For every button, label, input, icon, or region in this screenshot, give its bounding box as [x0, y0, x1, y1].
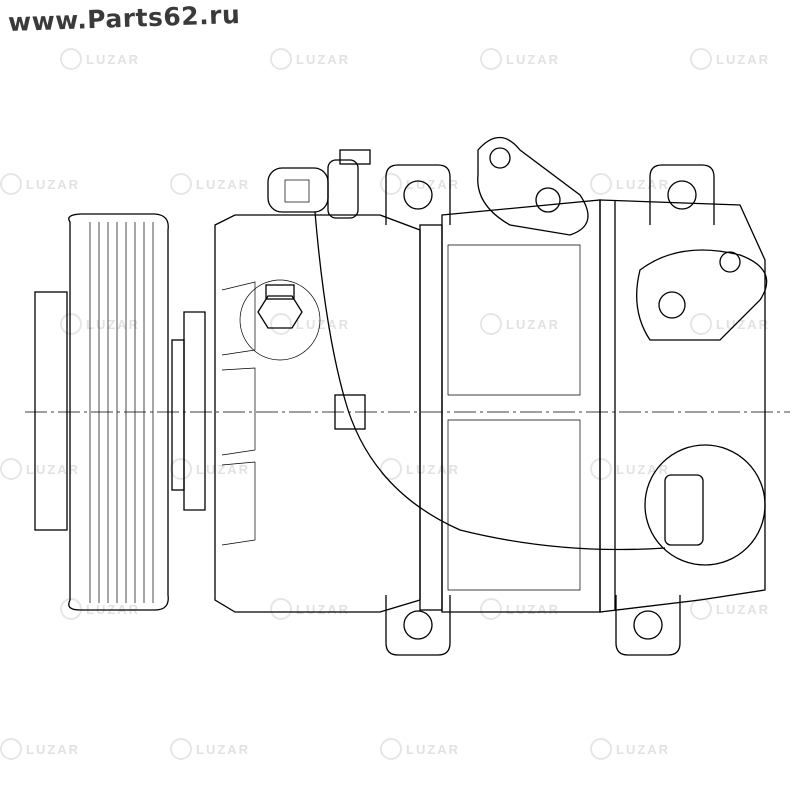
clutch-plate [183, 311, 206, 511]
bolt [239, 279, 321, 361]
mounting-hole [403, 180, 433, 210]
luzar-logo-icon [480, 598, 502, 620]
luzar-logo-icon [0, 173, 22, 195]
luzar-logo-icon [690, 598, 712, 620]
luzar-watermark: LUZAR [270, 48, 350, 70]
luzar-logo-icon [590, 738, 612, 760]
luzar-watermark: LUZAR [0, 458, 80, 480]
watermark-text: LUZAR [26, 176, 81, 192]
luzar-watermark: LUZAR [170, 458, 250, 480]
watermark-text: LUZAR [196, 741, 251, 757]
luzar-watermark: LUZAR [690, 598, 770, 620]
watermark-text: LUZAR [196, 176, 251, 192]
mounting-hole [667, 180, 697, 210]
watermark-text: LUZAR [26, 741, 81, 757]
watermark-text: LUZAR [616, 176, 671, 192]
luzar-watermark: LUZAR [380, 458, 460, 480]
watermark-text: LUZAR [86, 51, 141, 67]
luzar-watermark: LUZAR [480, 598, 560, 620]
suction-port [636, 249, 768, 341]
watermark-text: LUZAR [296, 316, 351, 332]
mounting-hole [633, 610, 663, 640]
watermark-text: LUZAR [406, 741, 461, 757]
luzar-logo-icon [690, 313, 712, 335]
luzar-logo-icon [270, 598, 292, 620]
luzar-watermark: LUZAR [590, 173, 670, 195]
luzar-logo-icon [380, 173, 402, 195]
luzar-logo-icon [380, 738, 402, 760]
luzar-watermark: LUZAR [170, 173, 250, 195]
watermark-text: LUZAR [506, 316, 561, 332]
luzar-logo-icon [170, 738, 192, 760]
luzar-watermark: LUZAR [0, 173, 80, 195]
luzar-logo-icon [60, 598, 82, 620]
discharge-port [477, 136, 589, 236]
luzar-logo-icon [590, 458, 612, 480]
watermark-text: LUZAR [506, 51, 561, 67]
mounting-hole [403, 610, 433, 640]
cylinder-block [441, 199, 601, 613]
luzar-logo-icon [270, 48, 292, 70]
luzar-watermark: LUZAR [590, 738, 670, 760]
luzar-logo-icon [380, 458, 402, 480]
luzar-logo-icon [690, 48, 712, 70]
luzar-watermark: LUZAR [690, 48, 770, 70]
luzar-watermark: LUZAR [270, 313, 350, 335]
watermark-text: LUZAR [716, 316, 771, 332]
luzar-logo-icon [480, 313, 502, 335]
luzar-watermark: LUZAR [380, 738, 460, 760]
luzar-watermark: LUZAR [60, 598, 140, 620]
luzar-watermark: LUZAR [480, 48, 560, 70]
watermark-text: LUZAR [196, 461, 251, 477]
luzar-logo-icon [0, 458, 22, 480]
luzar-logo-icon [480, 48, 502, 70]
wire [314, 211, 666, 551]
watermark-text: LUZAR [716, 601, 771, 617]
luzar-watermark: LUZAR [690, 313, 770, 335]
center-band [419, 224, 443, 611]
pulley [68, 213, 169, 611]
luzar-watermark: LUZAR [480, 313, 560, 335]
luzar-watermark: LUZAR [60, 48, 140, 70]
mounting-ear [385, 164, 451, 225]
front-housing [214, 214, 421, 613]
control-valve [644, 444, 766, 566]
rear-housing [599, 199, 766, 613]
mounting-ear [615, 595, 681, 656]
luzar-logo-icon [170, 173, 192, 195]
luzar-logo-icon [60, 313, 82, 335]
watermark-text: LUZAR [506, 601, 561, 617]
watermark-text: LUZAR [26, 461, 81, 477]
luzar-logo-icon [170, 458, 192, 480]
clutch-ring [171, 339, 185, 491]
watermark-text: LUZAR [296, 601, 351, 617]
luzar-watermark: LUZAR [170, 738, 250, 760]
mounting-ear [649, 164, 715, 225]
luzar-watermark: LUZAR [380, 173, 460, 195]
watermark-text: LUZAR [296, 51, 351, 67]
hub-plate [34, 291, 68, 531]
luzar-logo-icon [60, 48, 82, 70]
watermark-text: LUZAR [406, 461, 461, 477]
watermark-text: LUZAR [406, 176, 461, 192]
luzar-logo-icon [0, 738, 22, 760]
watermark-text: LUZAR [86, 601, 141, 617]
luzar-watermark: LUZAR [0, 738, 80, 760]
wire-clip [334, 394, 366, 430]
mounting-ear [385, 595, 451, 656]
watermark-text: LUZAR [716, 51, 771, 67]
watermark-text: LUZAR [616, 741, 671, 757]
electrical-connector [267, 149, 371, 219]
luzar-watermark: LUZAR [270, 598, 350, 620]
luzar-logo-icon [270, 313, 292, 335]
luzar-logo-icon [590, 173, 612, 195]
